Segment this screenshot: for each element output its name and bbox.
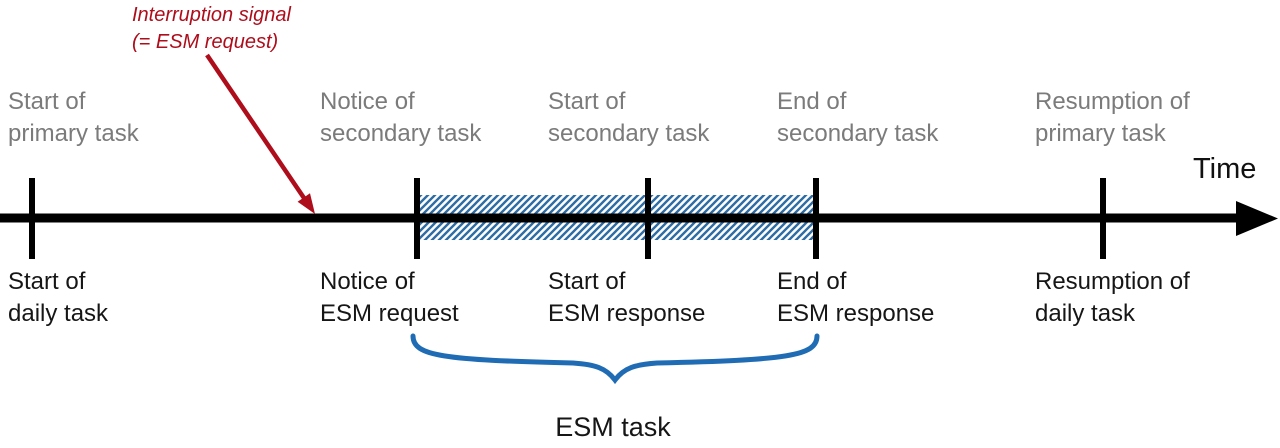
bottom-label-start-esm-response: Start of ESM response xyxy=(548,268,706,327)
interruption-arrow-line xyxy=(205,53,306,200)
top-label-start-secondary-task: Start of secondary task xyxy=(548,88,710,147)
bottom-label-end-esm-response: End of ESM response xyxy=(777,268,935,327)
bottom-label-start-daily-task: Start of daily task xyxy=(8,268,109,327)
top-label-end-secondary-task: End of secondary task xyxy=(777,88,939,147)
time-axis-arrowhead-icon xyxy=(1236,201,1278,236)
bottom-label-resumption-daily-task: Resumption of daily task xyxy=(1035,268,1190,327)
esm-task-brace xyxy=(410,333,820,385)
interruption-annotation: Interruption signal (= ESM request) xyxy=(132,4,291,53)
time-axis-label: Time xyxy=(1193,153,1257,185)
top-label-notice-secondary-task: Notice of secondary task xyxy=(320,88,482,147)
top-label-start-primary-task: Start of primary task xyxy=(8,88,139,147)
interruption-arrowhead-icon xyxy=(297,193,315,214)
top-label-resumption-primary-task: Resumption of primary task xyxy=(1035,88,1190,147)
bottom-label-notice-esm-request: Notice of ESM request xyxy=(320,268,459,327)
esm-task-label: ESM task xyxy=(555,412,671,442)
